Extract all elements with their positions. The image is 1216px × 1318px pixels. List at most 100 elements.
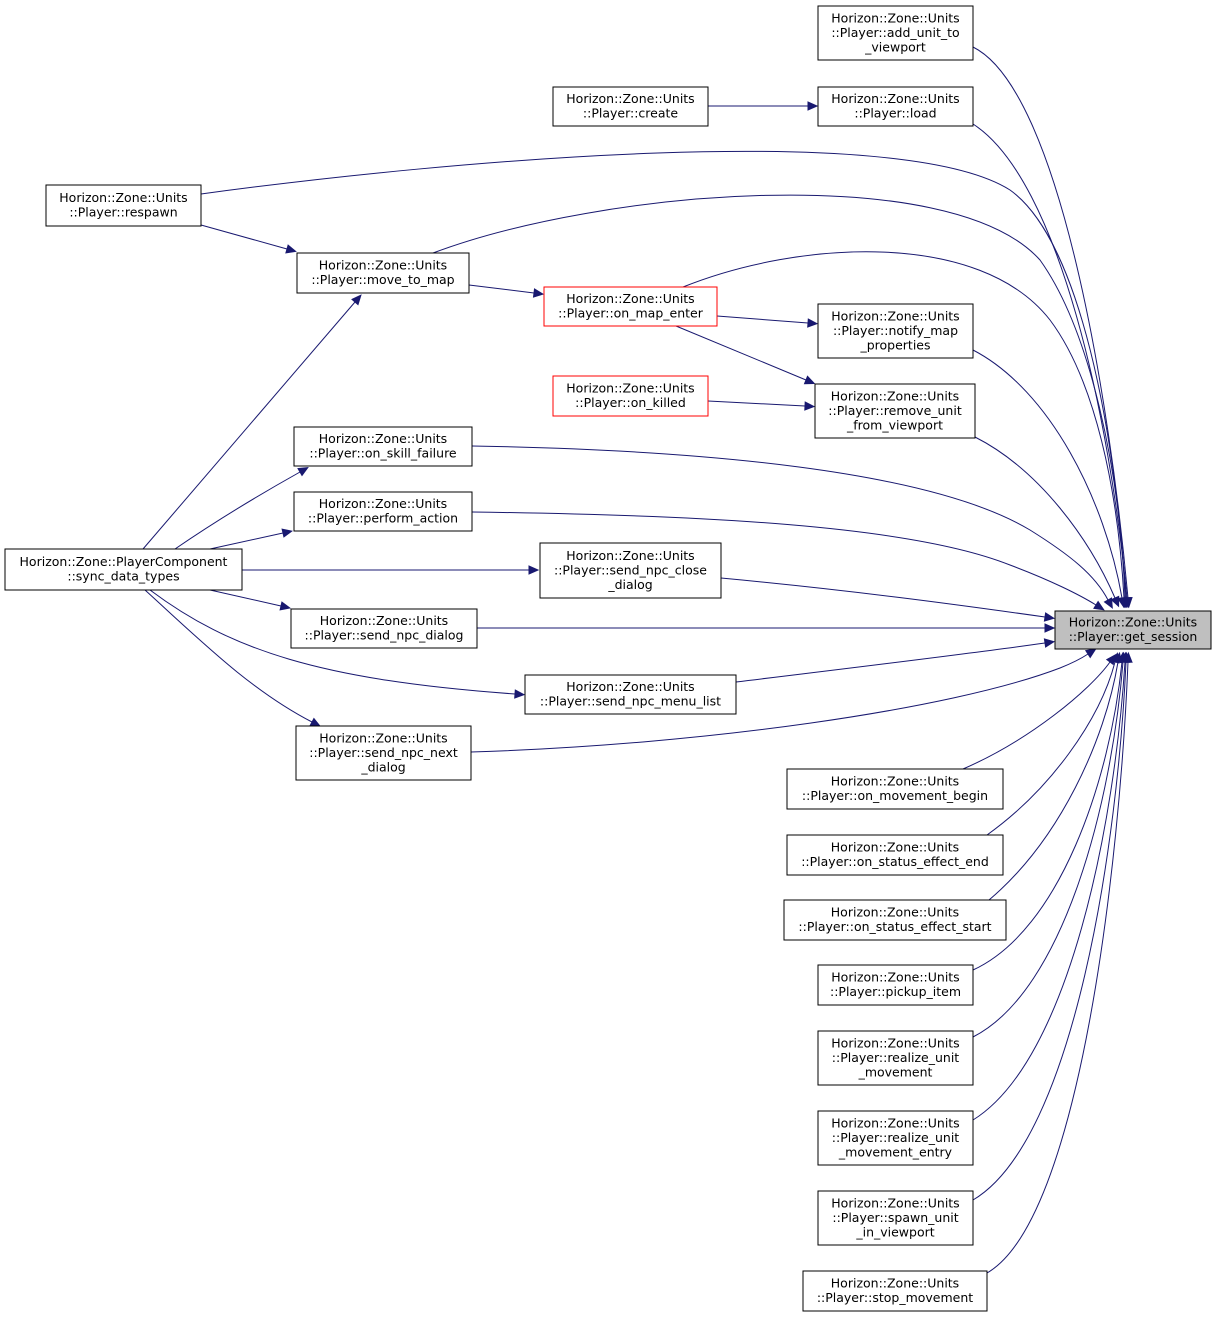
node-label-line: Horizon::Zone::Units	[59, 190, 187, 205]
node-label-line: ::Player::on_movement_begin	[802, 788, 988, 803]
edge-sync_data_types-to-send_npc_close_dialog	[242, 565, 540, 575]
node-label-line: Horizon::Zone::Units	[566, 381, 694, 396]
node-box	[552, 86, 709, 127]
node-label-line: Horizon::Zone::Units	[831, 1035, 959, 1050]
edge-arrowhead	[1117, 596, 1127, 609]
node-label-line: Horizon::Zone::PlayerComponent	[20, 554, 228, 569]
edges-layer	[142, 46, 1133, 1274]
edge-on_skill_failure-to-get_session	[471, 445, 1113, 609]
node-label-line: Horizon::Zone::Units	[831, 91, 959, 106]
node-on-movement-begin[interactable]: Horizon::Zone::Units::Player::on_movemen…	[786, 768, 1004, 810]
edge-arrowhead	[1123, 651, 1133, 663]
node-box	[814, 383, 976, 439]
edge-arrowhead	[285, 244, 297, 254]
node-label-line: ::Player::load	[854, 106, 936, 121]
edge-sync_data_types-to-perform_action	[209, 528, 294, 550]
edge-line	[962, 661, 1111, 770]
node-remove-unit-from-viewport[interactable]: Horizon::Zone::Units::Player::remove_uni…	[814, 383, 976, 439]
node-label-line: ::Player::on_status_effect_start	[798, 919, 991, 934]
edge-line	[149, 589, 516, 695]
node-on-status-effect-end[interactable]: Horizon::Zone::Units::Player::on_status_…	[786, 834, 1004, 876]
node-label-line: _in_viewport	[855, 1224, 934, 1239]
node-perform-action[interactable]: Horizon::Zone::Units::Player::perform_ac…	[293, 491, 473, 532]
node-respawn[interactable]: Horizon::Zone::Units::Player::respawn	[45, 184, 202, 227]
node-label-line: Horizon::Zone::Units	[831, 905, 959, 920]
node-sync-data-types[interactable]: Horizon::Zone::PlayerComponent::sync_dat…	[4, 548, 243, 591]
edge-arrowhead	[309, 717, 322, 727]
edge-line	[682, 251, 1125, 599]
edge-line	[972, 349, 1123, 599]
edge-line	[209, 532, 284, 550]
node-label-line: Horizon::Zone::Units	[1069, 615, 1197, 630]
node-notify-map-properties[interactable]: Horizon::Zone::Units::Player::notify_map…	[817, 303, 974, 359]
node-realize-unit-movement[interactable]: Horizon::Zone::Units::Player::realize_un…	[817, 1030, 974, 1086]
node-box	[295, 725, 472, 781]
node-box	[293, 491, 473, 532]
edge-arrowhead	[1043, 612, 1056, 622]
edge-arrowhead	[1084, 648, 1097, 659]
edge-on_status_effect_start-to-get_session	[988, 651, 1123, 901]
node-label-line: ::Player::on_skill_failure	[309, 446, 457, 461]
node-realize-unit-movement-entry[interactable]: Horizon::Zone::Units::Player::realize_un…	[817, 1110, 974, 1166]
edge-arrowhead	[1110, 595, 1120, 608]
nodes-layer: Horizon::Zone::Units::Player::get_sessio…	[4, 5, 1212, 1312]
node-on-skill-failure[interactable]: Horizon::Zone::Units::Player::on_skill_f…	[293, 426, 473, 467]
node-stop-movement[interactable]: Horizon::Zone::Units::Player::stop_movem…	[802, 1270, 988, 1312]
edge-line	[986, 661, 1129, 1274]
node-label-line: _dialog	[360, 759, 405, 774]
edge-perform_action-to-get_session	[471, 511, 1105, 611]
node-move-to-map[interactable]: Horizon::Zone::Units::Player::move_to_ma…	[296, 252, 470, 294]
edge-arrowhead	[279, 601, 292, 611]
node-box	[1054, 610, 1212, 650]
node-load[interactable]: Horizon::Zone::Units::Player::load	[817, 86, 974, 127]
edge-arrowhead	[528, 565, 540, 575]
edge-line	[471, 445, 1109, 601]
node-send-npc-next-dialog[interactable]: Horizon::Zone::Units::Player::send_npc_n…	[295, 725, 472, 781]
node-label-line: Horizon::Zone::Units	[831, 774, 959, 789]
node-label-line: Horizon::Zone::Units	[831, 308, 959, 323]
node-box	[296, 252, 470, 294]
node-label-line: ::Player::on_map_enter	[558, 306, 704, 321]
node-on-map-enter[interactable]: Horizon::Zone::Units::Player::on_map_ent…	[543, 286, 718, 327]
node-spawn-unit-in-viewport[interactable]: Horizon::Zone::Units::Player::spawn_unit…	[817, 1190, 974, 1246]
edge-line	[720, 577, 1046, 618]
node-create[interactable]: Horizon::Zone::Units::Player::create	[552, 86, 709, 127]
node-send-npc-close-dialog[interactable]: Horizon::Zone::Units::Player::send_npc_c…	[539, 542, 722, 599]
edge-create-to-load	[708, 101, 819, 111]
node-on-status-effect-start[interactable]: Horizon::Zone::Units::Player::on_status_…	[783, 899, 1007, 941]
node-box	[524, 674, 737, 715]
node-send-npc-menu-list[interactable]: Horizon::Zone::Units::Player::send_npc_m…	[524, 674, 737, 715]
node-label-line: ::Player::send_npc_dialog	[305, 628, 464, 643]
node-label-line: ::Player::move_to_map	[311, 272, 454, 287]
node-label-line: _properties	[859, 337, 930, 352]
node-on-killed[interactable]: Horizon::Zone::Units::Player::on_killed	[552, 375, 709, 417]
edge-sync_data_types-to-send_npc_dialog	[209, 589, 292, 611]
node-box	[786, 768, 1004, 810]
edge-realize_unit_movement_entry-to-get_session	[972, 651, 1130, 1121]
node-box	[783, 899, 1007, 941]
node-label-line: ::Player::get_session	[1069, 629, 1198, 644]
node-add-unit-to-viewport[interactable]: Horizon::Zone::Units::Player::add_unit_t…	[817, 5, 974, 61]
edge-add_unit_to_viewport-to-get_session	[972, 46, 1133, 609]
node-label-line: ::Player::notify_map	[833, 323, 958, 338]
node-get-session[interactable]: Horizon::Zone::Units::Player::get_sessio…	[1054, 610, 1212, 650]
edge-send_npc_dialog-to-get_session	[477, 623, 1056, 633]
edge-on_status_effect_end-to-get_session	[986, 652, 1120, 836]
edge-line	[468, 284, 535, 294]
node-box	[290, 608, 478, 649]
edge-arrowhead	[297, 467, 309, 477]
node-label-line: Horizon::Zone::Units	[566, 91, 694, 106]
node-pickup-item[interactable]: Horizon::Zone::Units::Player::pickup_ite…	[817, 964, 974, 1006]
edge-on_map_enter-to-remove_unit_from_viewport	[675, 325, 816, 385]
node-label-line: ::Player::create	[583, 106, 679, 121]
edge-send_npc_menu_list-to-get_session	[735, 638, 1056, 683]
node-label-line: ::Player::on_killed	[575, 395, 686, 410]
node-box	[552, 375, 709, 417]
edge-line	[972, 661, 1123, 971]
edge-line	[716, 315, 809, 324]
edge-line	[972, 661, 1127, 1201]
edge-line	[200, 150, 1127, 599]
node-label-line: ::Player::pickup_item	[830, 984, 961, 999]
node-label-line: _movement	[858, 1064, 933, 1079]
node-send-npc-dialog[interactable]: Horizon::Zone::Units::Player::send_npc_d…	[290, 608, 478, 649]
